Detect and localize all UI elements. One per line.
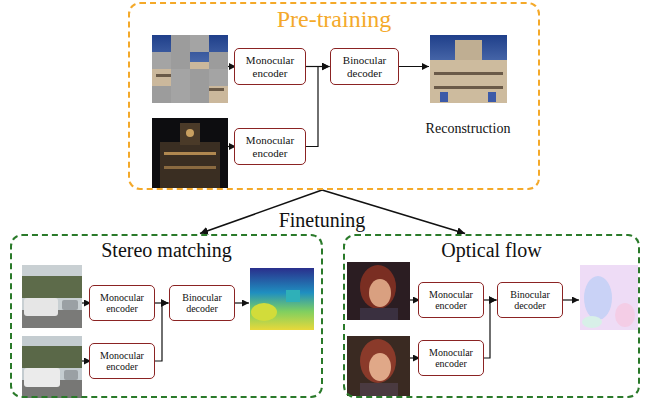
region-title: Stereo matching	[12, 239, 321, 261]
shoulders	[360, 383, 398, 396]
box-label: Monocular encoder	[419, 347, 483, 370]
mask-patch	[171, 52, 190, 69]
sky	[22, 336, 82, 398]
face	[369, 353, 391, 381]
disparity-map	[250, 268, 314, 330]
stereo-right-image	[22, 336, 82, 398]
trees	[22, 276, 82, 298]
stage-label: Finetuning	[276, 209, 369, 231]
car-region	[251, 303, 277, 321]
building	[160, 142, 220, 188]
mask-patch	[171, 86, 190, 103]
tower	[180, 123, 200, 145]
clock	[186, 129, 194, 137]
lit-windows	[164, 152, 216, 155]
process-box: Monocular encoder	[89, 285, 155, 321]
mask-patch	[171, 35, 190, 52]
window-row	[434, 72, 503, 75]
mask-patch	[190, 69, 209, 86]
sky	[152, 35, 228, 103]
banner	[488, 92, 496, 102]
trees	[22, 346, 82, 368]
connector-arrow	[306, 67, 330, 147]
box-label: Monocular encoder	[419, 289, 483, 312]
building	[430, 60, 507, 103]
stereo-left-image	[22, 265, 82, 328]
box-label: Monocular encoder	[235, 134, 305, 159]
night-sky	[152, 118, 228, 188]
car	[24, 298, 58, 316]
process-box: Monocular encoder	[234, 128, 306, 165]
flow-region	[582, 316, 602, 328]
flow-frame-2	[347, 336, 410, 396]
flow-frame-1	[347, 262, 410, 320]
flow-region	[615, 303, 635, 327]
sky	[22, 265, 82, 328]
car-region	[286, 290, 300, 302]
flow-region	[584, 276, 612, 320]
process-box: Monocular encoder	[418, 282, 484, 318]
box-label: Monocular encoder	[90, 292, 154, 315]
process-box: Monocular encoder	[418, 340, 484, 376]
region-title: Optical flow	[345, 239, 638, 261]
flow-field	[580, 265, 638, 330]
process-box: Binocular decoder	[169, 285, 235, 321]
banner	[440, 92, 448, 102]
tower	[455, 40, 482, 62]
box-label: Monocular encoder	[90, 350, 154, 373]
background	[347, 336, 410, 396]
reconstruction-image	[430, 35, 507, 103]
mask-patch	[209, 52, 228, 69]
masked-image	[152, 35, 228, 103]
background	[347, 262, 410, 320]
region-title: Pre-training	[130, 6, 538, 32]
process-box: Binocular decoder	[497, 282, 563, 318]
flow-map	[580, 265, 638, 330]
shoulders	[360, 308, 398, 320]
process-box: Monocular encoder	[89, 343, 155, 379]
mask-patch	[190, 35, 209, 52]
mask-patch	[209, 69, 228, 86]
window-row	[434, 86, 503, 89]
mask-patch	[152, 52, 171, 69]
car	[24, 368, 60, 387]
image-arrows	[82, 67, 579, 362]
mask-patch	[152, 86, 171, 103]
connector-arrow	[155, 303, 169, 361]
box-label: Binocular decoder	[331, 54, 398, 79]
car	[62, 300, 78, 310]
lit-windows	[164, 166, 216, 169]
connector-arrow	[484, 300, 497, 358]
box-label: Binocular decoder	[170, 292, 234, 315]
hair	[360, 339, 396, 383]
car	[64, 370, 78, 380]
second-view-image	[152, 118, 228, 188]
box-label: Monocular encoder	[235, 54, 305, 79]
hair	[360, 265, 396, 309]
face	[369, 279, 391, 307]
disparity	[250, 268, 314, 330]
mask-patch	[171, 69, 190, 86]
dashed-region: Monocular encoderMonocular encoderBinocu…	[128, 2, 540, 190]
image-caption: Reconstruction	[426, 121, 511, 136]
sky	[430, 35, 507, 103]
process-box: Binocular decoder	[330, 48, 399, 85]
output-arrow	[396, 66, 429, 67]
mask-patch	[190, 86, 209, 103]
process-box: Monocular encoder	[234, 48, 306, 85]
box-label: Binocular decoder	[498, 289, 562, 312]
dashed-region: Monocular encoderMonocular encoderBinocu…	[10, 234, 323, 398]
dashed-region: Monocular encoderMonocular encoderBinocu…	[343, 234, 640, 398]
